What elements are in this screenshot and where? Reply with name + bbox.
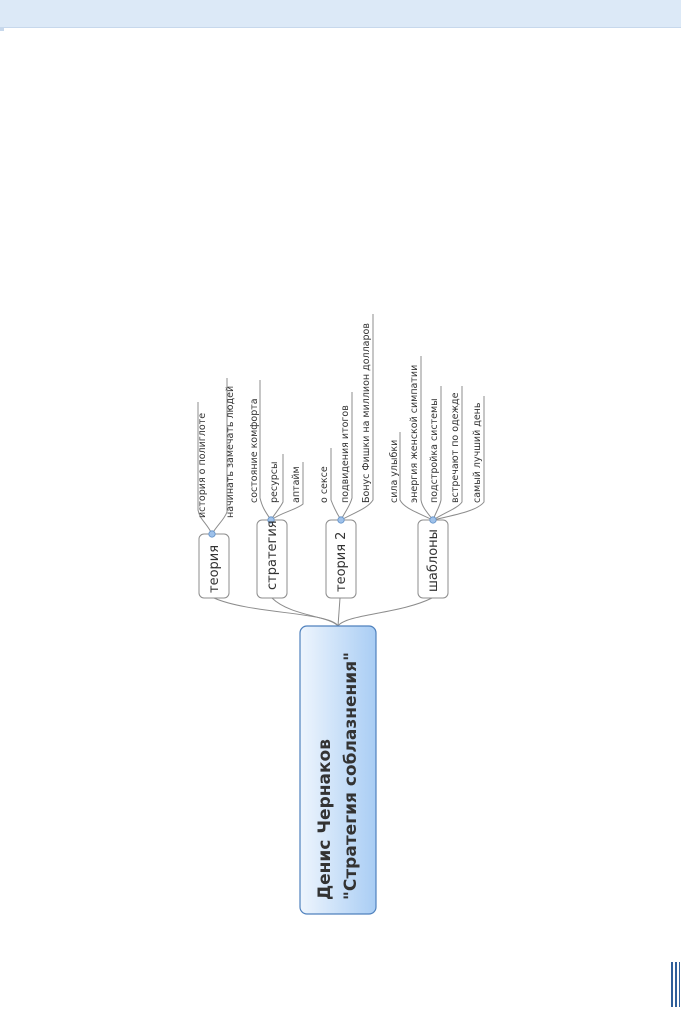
collapse-icon[interactable] xyxy=(208,530,216,538)
central-title-line1: Денис Чернаков xyxy=(315,739,335,900)
header-corner-mark xyxy=(0,27,4,31)
subtopic-label: энергия женской симпатии xyxy=(409,365,420,503)
collapse-markers xyxy=(208,516,437,538)
subtopic-label: начинать замечать людей xyxy=(225,386,236,518)
page-edge-mark xyxy=(671,962,673,1007)
branch-label-teoriya-2: теория 2 xyxy=(334,532,349,592)
collapse-icon[interactable] xyxy=(429,516,437,524)
subtopic-label: состояние комфорта xyxy=(249,398,260,503)
branch-label-teoriya: теория xyxy=(207,545,222,593)
central-title-line2: "Стратегия соблазнения" xyxy=(341,652,361,900)
branch-connectors xyxy=(213,597,433,627)
subtopic-label: подстройка системы xyxy=(429,398,440,503)
branch-boxes xyxy=(198,519,449,599)
subtopic-label: сила улыбки xyxy=(389,440,400,503)
subtopic-label: Бонус Фишки на миллион долларов xyxy=(361,323,372,503)
subtopic-label: аптайм xyxy=(291,466,302,503)
branch-label-shablony: шаблоны xyxy=(426,529,441,592)
collapse-icon[interactable] xyxy=(337,516,345,524)
subtopic-label: подвидения итогов xyxy=(340,405,351,503)
branch-label-strategiya: стратегия xyxy=(265,520,280,590)
top-header-bar xyxy=(0,0,681,28)
page-edge-mark xyxy=(678,962,680,1007)
central-node[interactable] xyxy=(299,625,377,915)
page-edge-mark xyxy=(675,962,677,1007)
collapse-icon[interactable] xyxy=(267,516,275,524)
subtopic-label: ресурсы xyxy=(269,462,280,503)
subtopic-label: встречают по одежде xyxy=(450,392,461,503)
subtopic-label: о сексе xyxy=(319,466,330,503)
subtopic-label: самый лучший день xyxy=(472,402,483,503)
subtopic-label: история о полиглоте xyxy=(197,413,208,518)
